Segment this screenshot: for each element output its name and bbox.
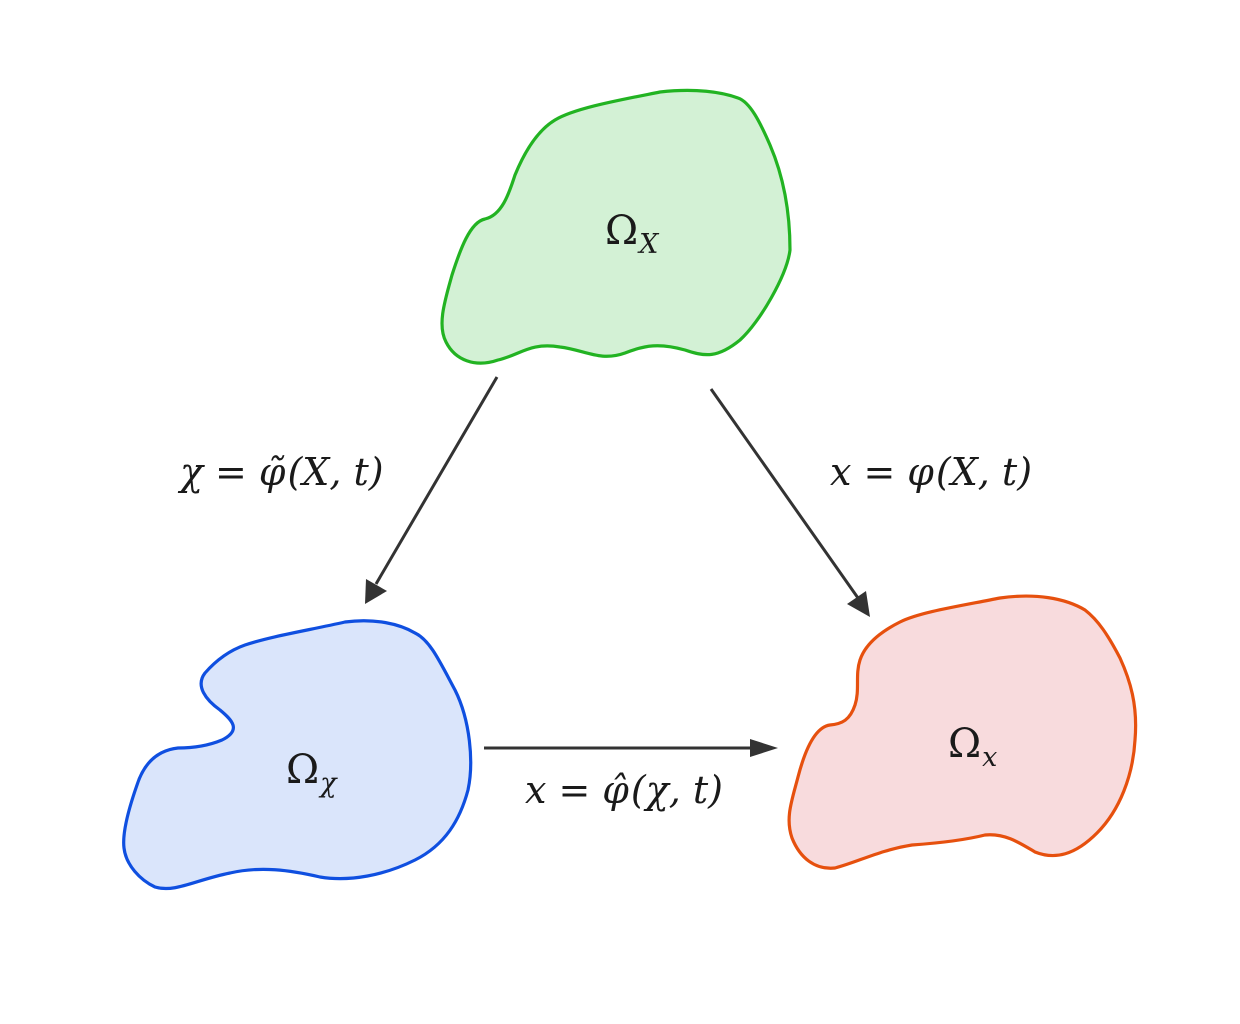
spatial-region-shape <box>787 594 1138 870</box>
referential-region-shape <box>122 619 473 891</box>
arrow-material-to-referential <box>365 376 499 604</box>
map2-func: φ <box>907 450 934 494</box>
referential-region-label: Ωχ <box>286 747 338 799</box>
material-region: ΩX <box>440 88 792 365</box>
arrow-material-to-spatial <box>709 388 870 617</box>
map1-args: (X, t) <box>287 450 383 494</box>
arrow-material-to-spatial-line <box>709 388 860 599</box>
map1-eq: = <box>215 450 247 494</box>
map2-eq: = <box>863 450 895 494</box>
map3-lhs: x <box>525 768 546 812</box>
map1-func: φ̃ <box>259 450 286 494</box>
arrow-material-to-spatial-head <box>847 591 870 617</box>
label-referential-to-spatial: x = φ̂(χ, t) <box>525 768 723 812</box>
map3-func: φ̂ <box>602 768 629 812</box>
spatial-symbol: Ω <box>948 721 981 767</box>
map2-args: (X, t) <box>936 450 1032 494</box>
arrow-referential-to-spatial-head <box>750 739 778 757</box>
arrow-material-to-referential-head <box>365 579 387 604</box>
map3-args: (χ, t) <box>631 768 723 812</box>
arrow-referential-to-spatial <box>484 739 778 757</box>
arrow-material-to-referential-line <box>374 376 499 585</box>
referential-region: Ωχ <box>122 619 473 891</box>
label-material-to-referential: χ= φ̃(X, t) <box>177 450 384 494</box>
referential-symbol: Ω <box>286 747 319 793</box>
material-region-label: ΩX <box>605 208 660 260</box>
referential-subscript: χ <box>318 768 338 799</box>
map2-lhs: x <box>830 450 851 494</box>
material-symbol: Ω <box>605 208 638 254</box>
spatial-region-label: Ωx <box>948 721 997 773</box>
map1-lhs: χ <box>177 450 205 494</box>
material-subscript: X <box>637 229 660 260</box>
material-region-shape <box>440 88 792 365</box>
label-material-to-spatial: x = φ(X, t) <box>830 450 1032 494</box>
map3-eq: = <box>558 768 590 812</box>
spatial-region: Ωx <box>787 594 1138 870</box>
spatial-subscript: x <box>982 742 997 773</box>
